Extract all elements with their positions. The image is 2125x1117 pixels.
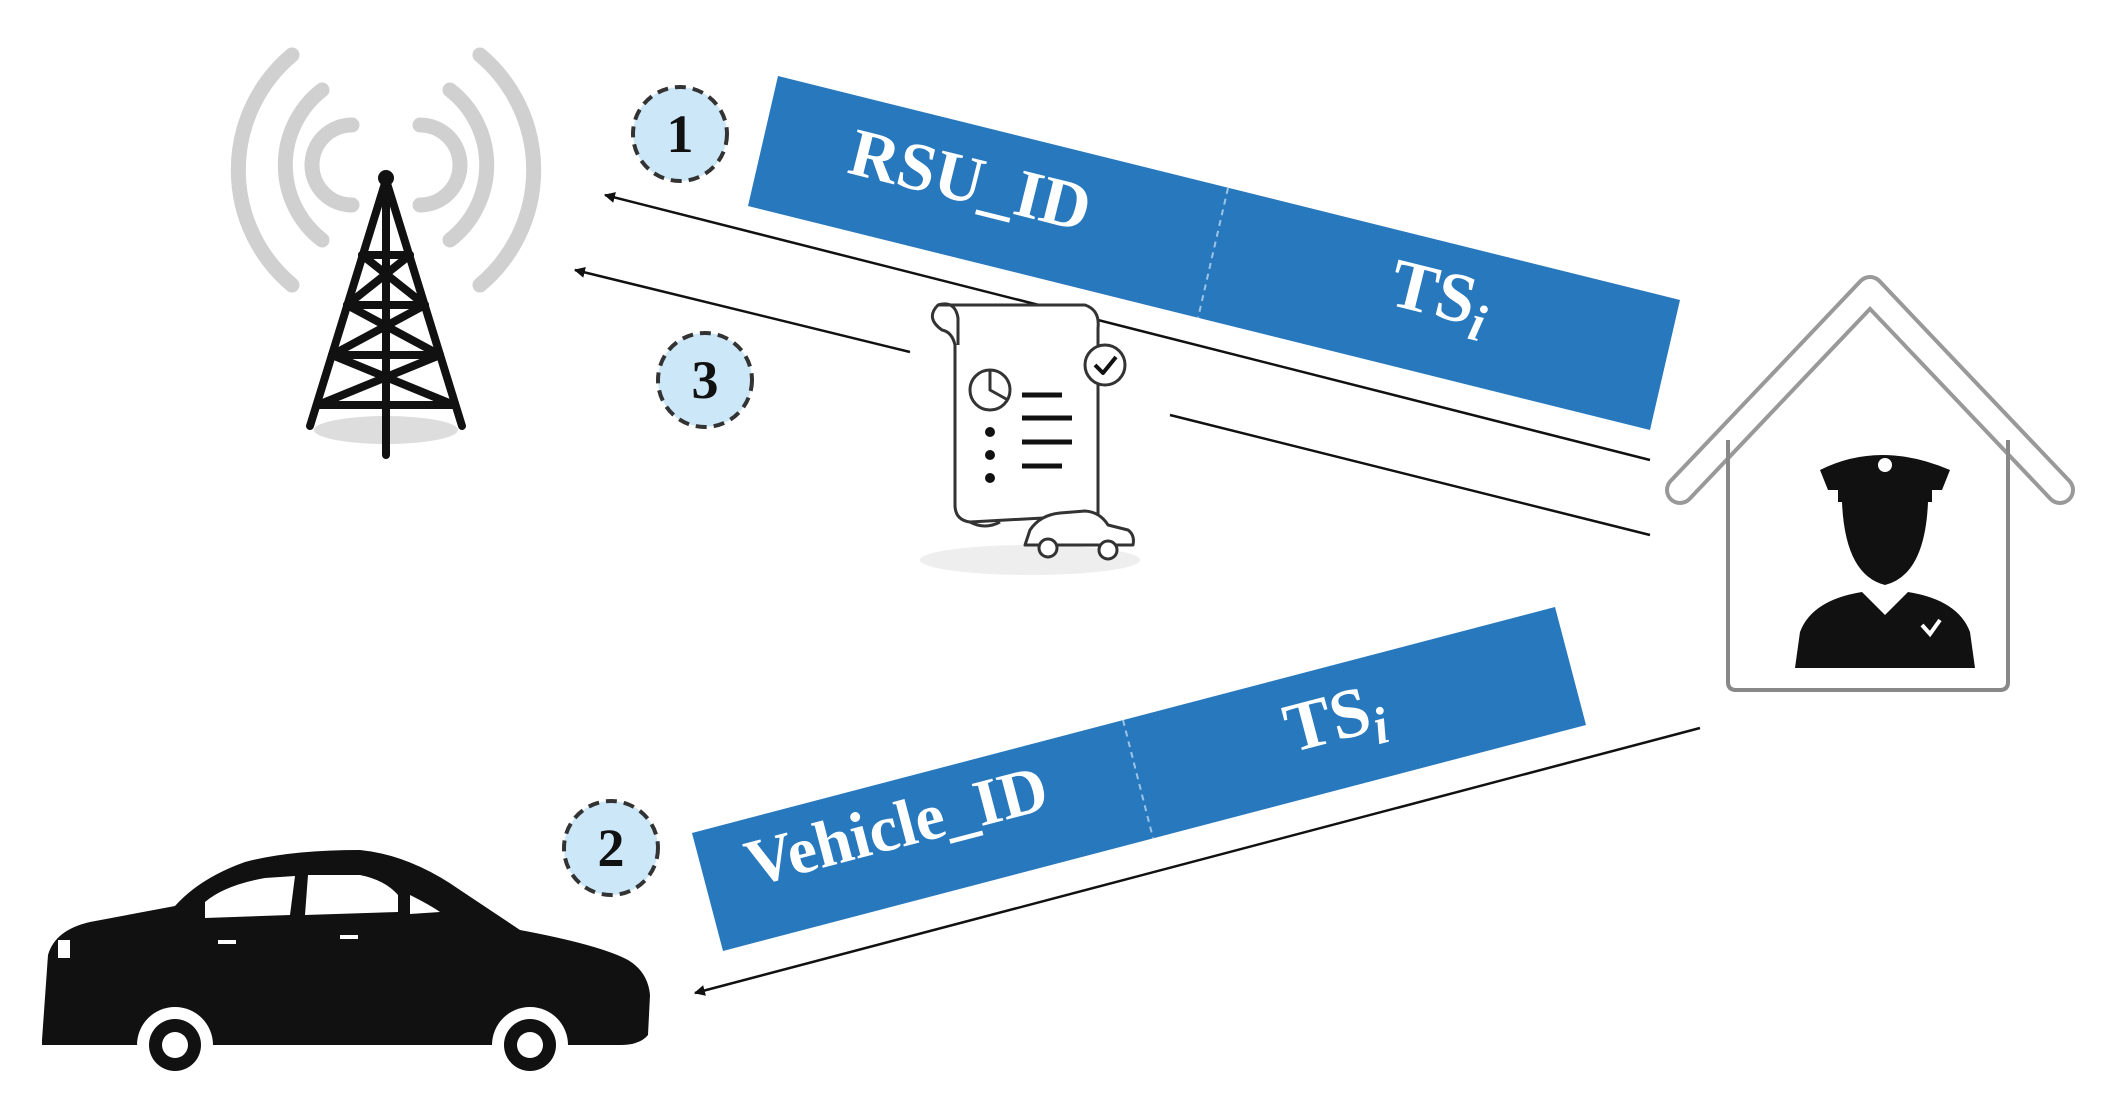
vehicle-certificate-icon: [920, 302, 1140, 575]
svg-text:3: 3: [692, 350, 719, 410]
step-badge-1: 1: [631, 85, 729, 183]
svg-text:1: 1: [667, 104, 694, 164]
officer-icon: [1795, 455, 1975, 668]
signal-waves: [230, 47, 542, 293]
vehicle-message-divider: [1122, 719, 1154, 839]
radio-tower-icon: [230, 47, 542, 459]
rsu-message-divider: [1197, 187, 1229, 319]
svg-text:2: 2: [598, 818, 625, 878]
vehicle-message-box: Vehicle_ID TSi: [692, 607, 1586, 951]
arrow-rsu-registration: [603, 192, 1651, 462]
car-icon: [42, 850, 650, 1083]
arrow-vehicle-registration: [693, 726, 1701, 996]
rsu-message-box: RSU_ID TSi: [748, 76, 1680, 430]
arrow-certificate-segment-a: [1169, 413, 1651, 537]
step-badge-3: 3: [656, 331, 754, 429]
step-badge-2: 2: [562, 799, 660, 897]
police-station-icon: [1665, 275, 2075, 692]
arrows: [573, 192, 1701, 996]
arrow-certificate-segment-b: [573, 267, 911, 354]
